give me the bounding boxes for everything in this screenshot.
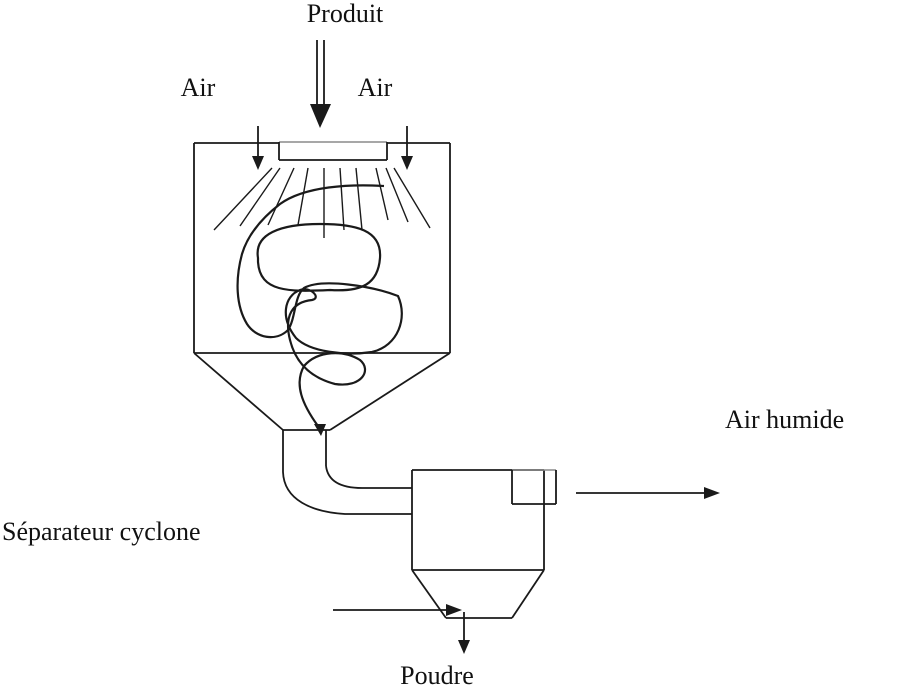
outlet-duct [282, 429, 412, 515]
air-inlet-arrow-left [252, 126, 264, 170]
label-air-right: Air [358, 73, 393, 102]
product-feed-arrow [310, 40, 331, 128]
drying-chamber [193, 142, 451, 431]
cyclone-inlet-arrow [333, 604, 462, 616]
label-produit: Produit [307, 0, 384, 28]
powder-outlet-arrow [458, 612, 470, 654]
cyclone-separator [411, 469, 545, 619]
air-inlet-arrow-right [401, 126, 413, 170]
atomizer-nozzle [278, 141, 388, 161]
label-poudre: Poudre [400, 661, 474, 688]
particle-trajectory [236, 184, 403, 436]
cyclone-air-outlet [511, 469, 557, 505]
humid-air-arrow [576, 487, 720, 499]
label-air-humide: Air humide [725, 405, 844, 434]
spray-lines [213, 167, 431, 238]
label-air-left: Air [181, 73, 216, 102]
label-separateur-cyclone: Séparateur cyclone [2, 517, 201, 546]
